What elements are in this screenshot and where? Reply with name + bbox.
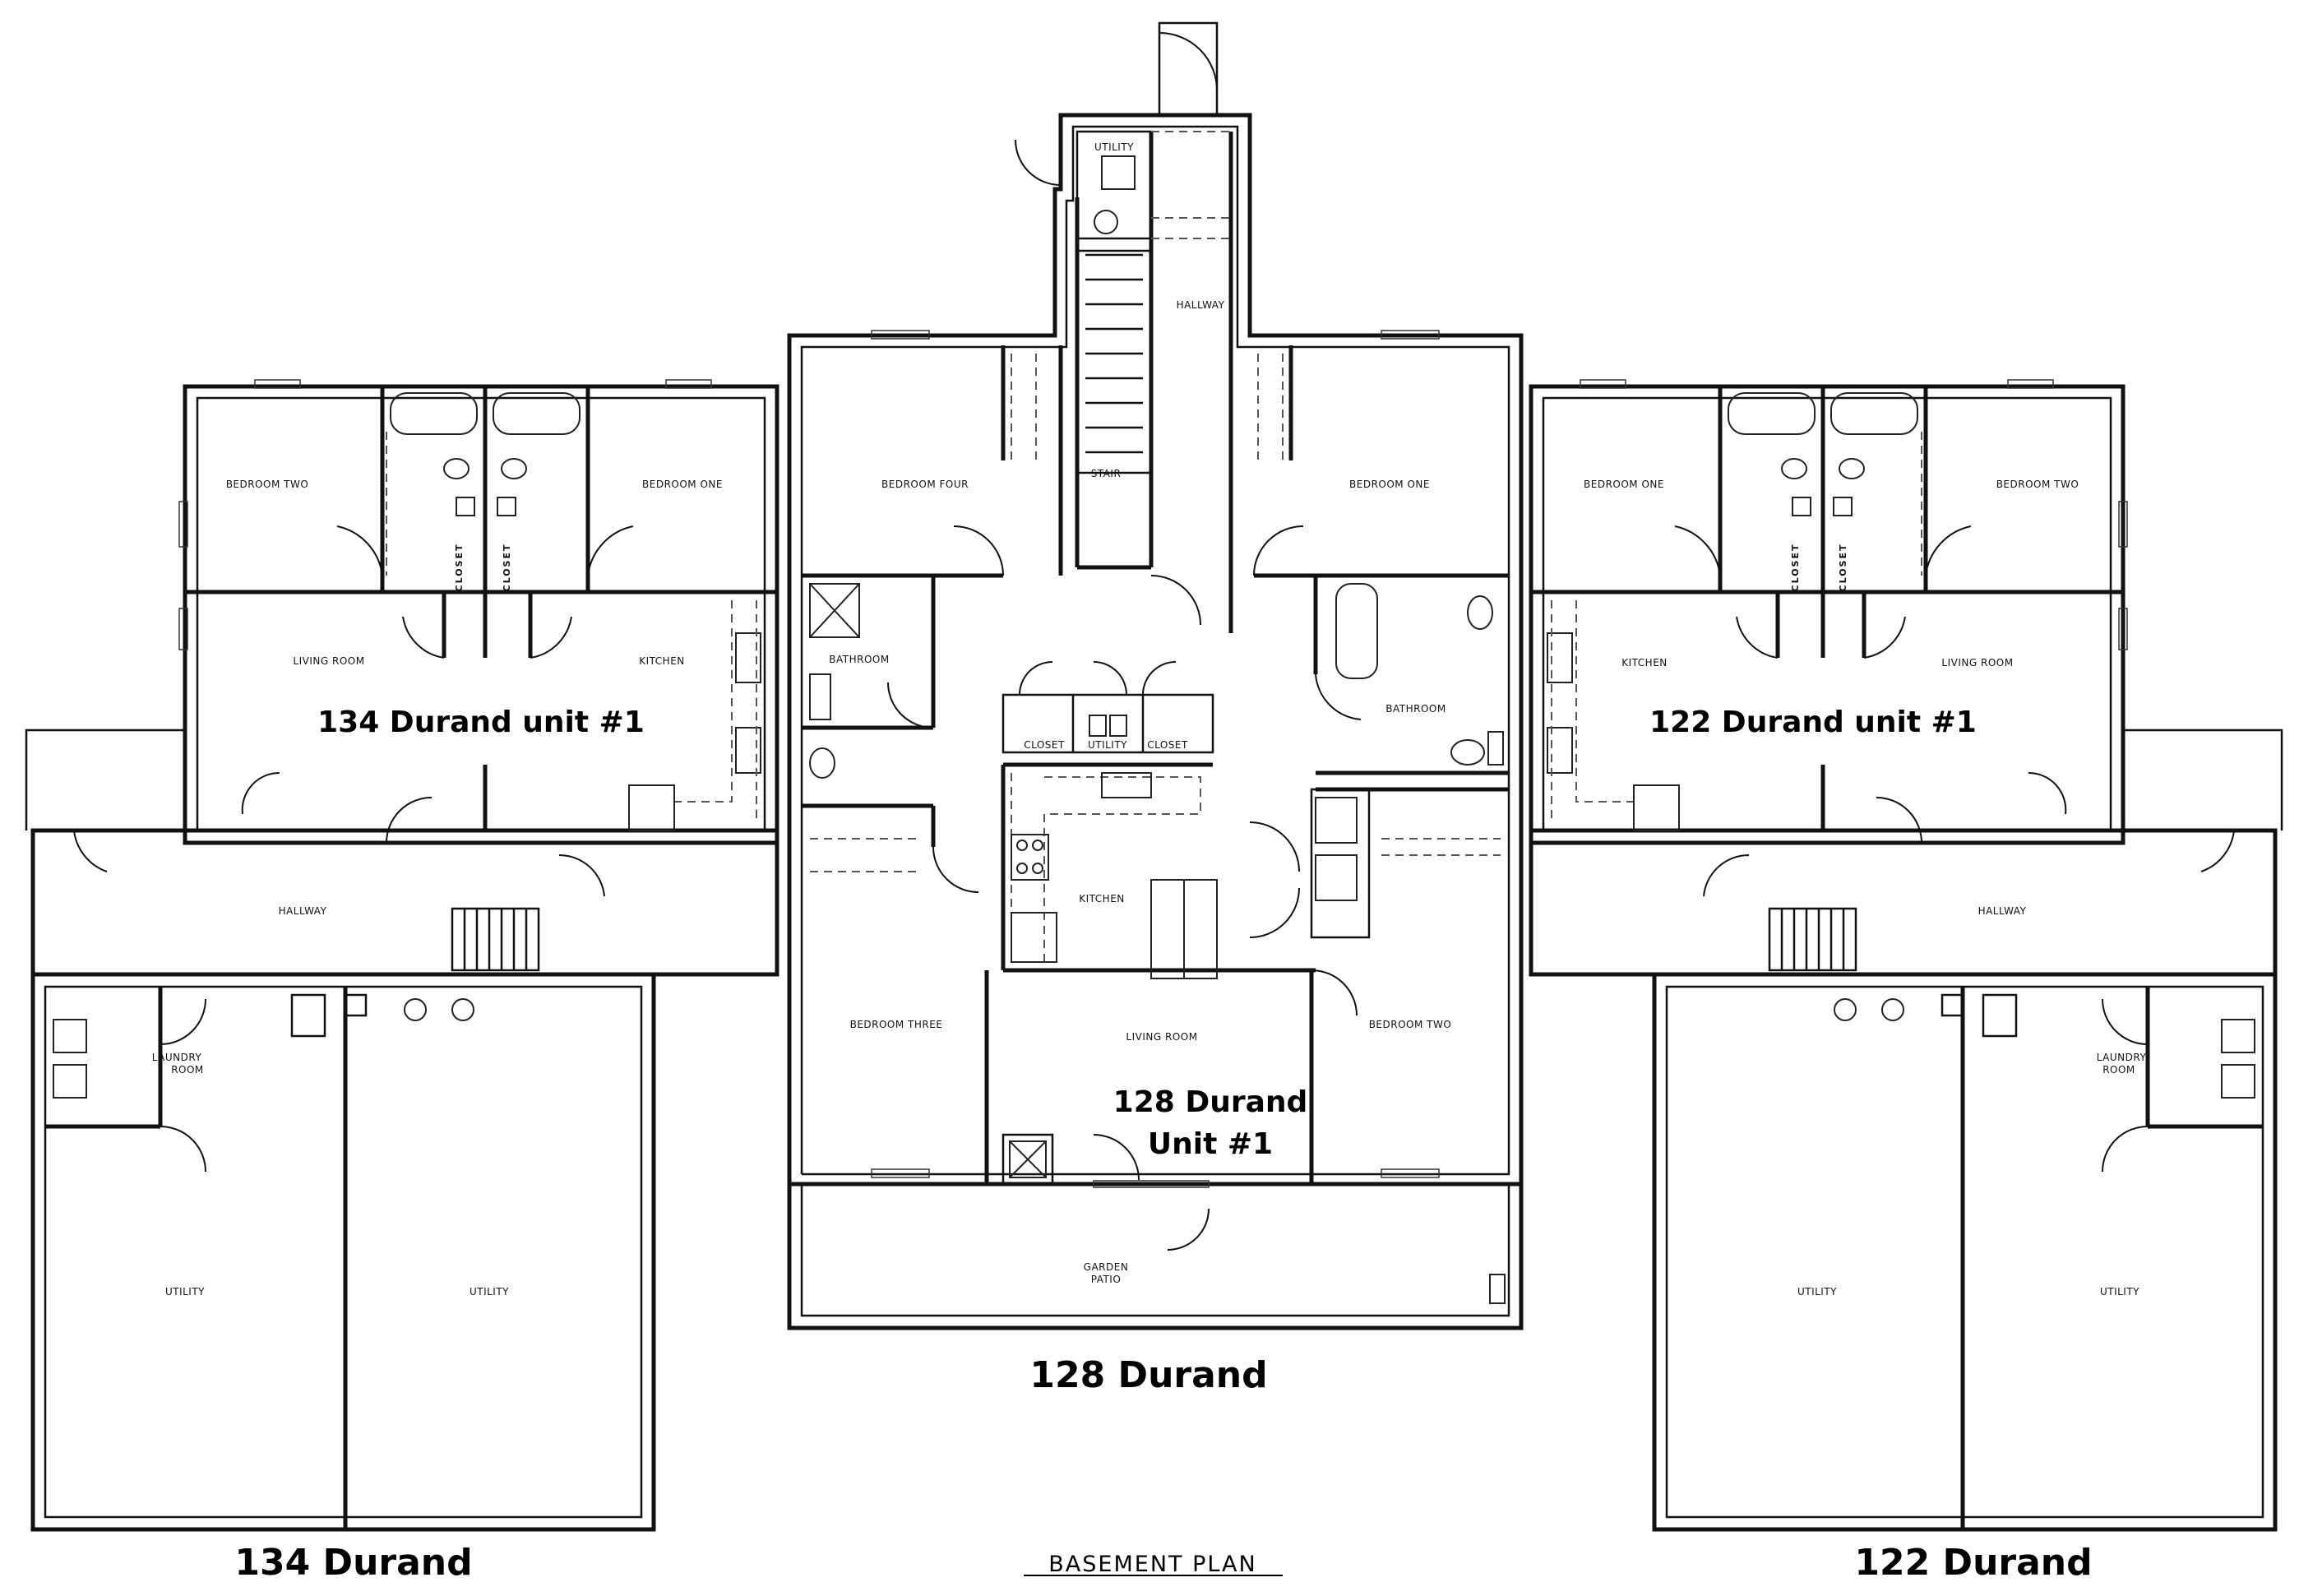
- room-living-room: LIVING ROOM: [1941, 657, 2013, 668]
- room-laundry: LAUNDRY: [2097, 1052, 2147, 1063]
- room-bathroom: BATHROOM: [829, 654, 889, 665]
- room-utility: UTILITY: [1088, 739, 1127, 751]
- room-bedroom-one: BEDROOM ONE: [1584, 479, 1664, 490]
- unit-label-134: 134 Durand unit #1: [317, 705, 645, 739]
- building-label-128: 128 Durand: [1029, 1354, 1267, 1396]
- building-128-walls: [787, 21, 1524, 1330]
- unit-label-128-line1: 128 Durand: [1113, 1085, 1308, 1119]
- plan-title: BASEMENT PLAN: [1048, 1552, 1256, 1577]
- room-garden-patio: GARDEN: [1084, 1261, 1129, 1273]
- room-bedroom-one: BEDROOM ONE: [642, 479, 723, 490]
- room-living-room: LIVING ROOM: [1126, 1031, 1197, 1043]
- building-134-labels: BEDROOM TWO BEDROOM ONE CLOSET CLOSET LI…: [152, 479, 723, 1298]
- room-closet: CLOSET: [1790, 544, 1801, 592]
- room-laundry-line2: ROOM: [2102, 1064, 2135, 1076]
- building-134-walls: [25, 379, 779, 1532]
- room-closet: CLOSET: [1147, 739, 1188, 751]
- room-hallway: HALLWAY: [279, 905, 327, 917]
- building-label-134: 134 Durand: [234, 1542, 472, 1584]
- room-bathroom: BATHROOM: [1385, 703, 1446, 715]
- room-bedroom-four: BEDROOM FOUR: [881, 479, 969, 490]
- room-bedroom-two: BEDROOM TWO: [1996, 479, 2079, 490]
- room-utility: UTILITY: [2100, 1286, 2139, 1298]
- room-bedroom-two: BEDROOM TWO: [1369, 1019, 1452, 1030]
- room-closet: CLOSET: [1024, 739, 1065, 751]
- room-stair: STAIR: [1091, 468, 1122, 479]
- room-laundry-line2: ROOM: [171, 1064, 204, 1076]
- room-living-room: LIVING ROOM: [293, 655, 364, 667]
- building-122-labels: BEDROOM ONE BEDROOM TWO CLOSET CLOSET KI…: [1584, 479, 2146, 1298]
- room-kitchen: KITCHEN: [1621, 657, 1668, 668]
- room-closet: CLOSET: [454, 544, 465, 592]
- room-garden-patio-line2: PATIO: [1091, 1274, 1122, 1285]
- room-closet: CLOSET: [1838, 544, 1848, 592]
- unit-label-122: 122 Durand unit #1: [1649, 705, 1977, 739]
- room-hallway: HALLWAY: [1978, 905, 2027, 917]
- room-utility: UTILITY: [1797, 1286, 1837, 1298]
- room-bedroom-one: BEDROOM ONE: [1349, 479, 1430, 490]
- room-kitchen: KITCHEN: [1079, 893, 1125, 904]
- building-label-122: 122 Durand: [1854, 1542, 2092, 1584]
- room-hallway: HALLWAY: [1177, 299, 1225, 311]
- room-bedroom-two: BEDROOM TWO: [226, 479, 309, 490]
- room-kitchen: KITCHEN: [639, 655, 685, 667]
- room-bedroom-three: BEDROOM THREE: [850, 1019, 943, 1030]
- building-122-walls: [1529, 379, 2283, 1532]
- room-closet: CLOSET: [502, 544, 512, 592]
- unit-label-128-line2: Unit #1: [1148, 1127, 1273, 1161]
- room-utility: UTILITY: [165, 1286, 205, 1298]
- building-128-labels: UTILITY HALLWAY STAIR BEDROOM FOUR BEDRO…: [829, 141, 1451, 1285]
- room-utility: UTILITY: [1094, 141, 1134, 153]
- room-utility: UTILITY: [470, 1286, 509, 1298]
- room-laundry: LAUNDRY: [152, 1052, 202, 1063]
